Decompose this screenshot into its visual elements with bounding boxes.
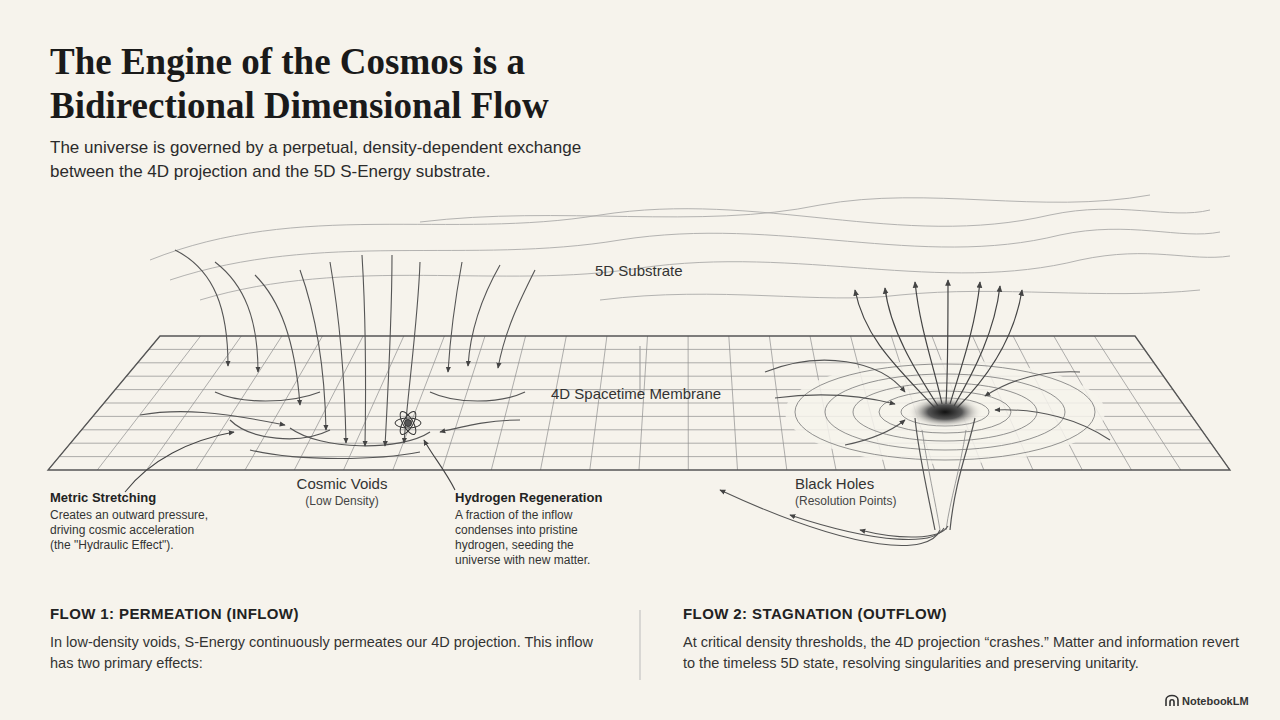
main-title: The Engine of the Cosmos is a Bidirectio… bbox=[50, 40, 630, 128]
watermark: NotebookLM bbox=[1182, 695, 1249, 709]
substrate-waves bbox=[150, 195, 1230, 300]
black-hole-funnel bbox=[785, 360, 1105, 530]
swirl-arrows bbox=[765, 360, 1110, 445]
flow-divider bbox=[640, 610, 641, 680]
region-label: Cosmic Voids bbox=[297, 475, 388, 494]
base-arrows bbox=[720, 490, 948, 545]
callout-heading: Hydrogen Regeneration bbox=[455, 490, 602, 506]
region-label: Black Holes bbox=[795, 475, 874, 494]
outflow-arrows bbox=[855, 280, 1022, 408]
flow-heading: FLOW 2: STAGNATION (OUTFLOW) bbox=[683, 605, 947, 624]
inflow-arrows bbox=[140, 250, 535, 446]
flow-heading: FLOW 1: PERMEATION (INFLOW) bbox=[50, 605, 299, 624]
layer-label: 4D Spacetime Membrane bbox=[551, 385, 721, 404]
membrane-outline bbox=[48, 336, 1230, 470]
region-sublabel: (Low Density) bbox=[305, 494, 378, 509]
flow-body: At critical density thresholds, the 4D p… bbox=[683, 632, 1243, 674]
subtitle: The universe is governed by a perpetual,… bbox=[50, 136, 650, 184]
callout-leaders bbox=[125, 432, 455, 492]
membrane-grid bbox=[48, 336, 1230, 470]
callout-heading: Metric Stretching bbox=[50, 490, 156, 506]
region-sublabel: (Resolution Points) bbox=[795, 494, 896, 509]
flow-body: In low-density voids, S-Energy continuou… bbox=[50, 632, 610, 674]
void-dips bbox=[215, 392, 525, 459]
callout-body: A fraction of the inflow condenses into … bbox=[455, 508, 620, 568]
callout-body: Creates an outward pressure, driving cos… bbox=[50, 508, 210, 553]
watermark-icon bbox=[1166, 696, 1178, 707]
layer-label: 5D Substrate bbox=[595, 262, 683, 281]
hydrogen-atom bbox=[395, 409, 421, 437]
